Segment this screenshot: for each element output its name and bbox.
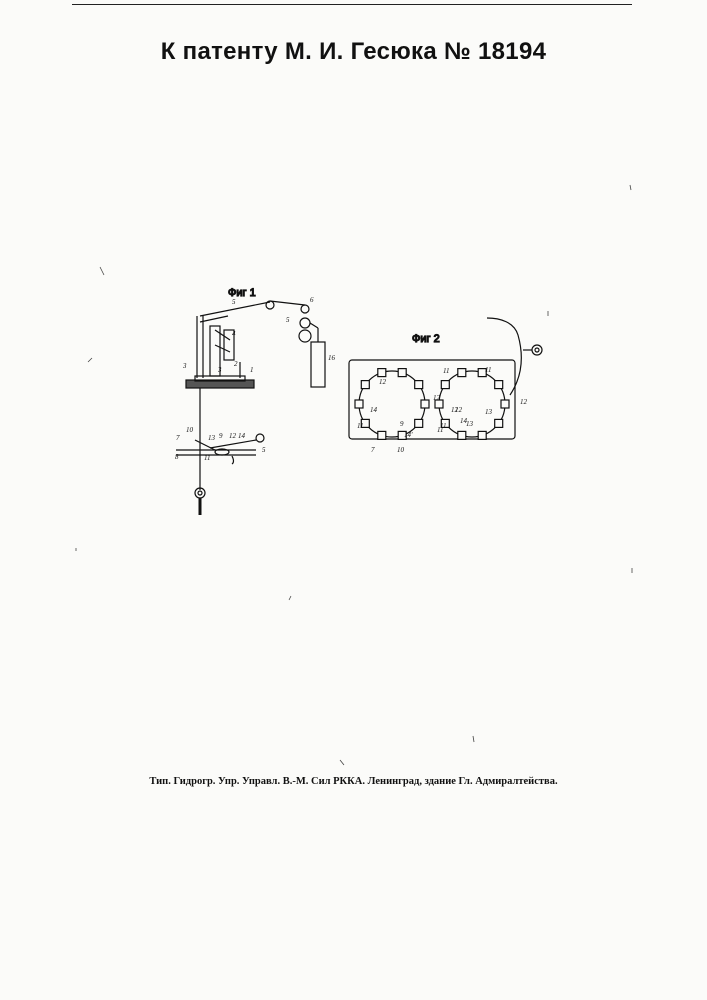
fig1-ref-9: 10 xyxy=(186,426,194,434)
fig2-ref-6: 13 xyxy=(485,408,493,416)
fig2-label: Фиг 2 xyxy=(412,333,440,345)
chain-link-right-6 xyxy=(441,381,449,389)
fig1-ref-12: 12 xyxy=(229,432,237,440)
fig2-ref-4: 14 xyxy=(370,406,378,414)
fig2-ref-7: 12 xyxy=(520,398,528,406)
fig1-ref-14: 7 xyxy=(176,434,180,442)
fig2-ref-15: 11 xyxy=(440,422,446,430)
fig1-ref-0: 5 xyxy=(232,298,236,306)
fig2-reference-numbers: 111211121412131211914'1311141211710 xyxy=(357,366,528,454)
fig1-ref-17: 5 xyxy=(262,446,266,454)
fig2-ref-10: 14' xyxy=(404,431,413,439)
chain-link-left-9 xyxy=(415,381,423,389)
chain-link-left-6 xyxy=(361,381,369,389)
fig2-ref-9: 9 xyxy=(400,420,404,428)
figure-1: Фиг 1 xyxy=(176,287,325,515)
chain-link-left-3 xyxy=(378,431,386,439)
fig1-ref-10: 13 xyxy=(208,434,216,442)
fig1-ref-4: 4 xyxy=(232,330,236,338)
fig2-ref-14: 12 xyxy=(455,406,463,414)
fig2-ref-13: 14 xyxy=(460,417,468,425)
fig1-ref-15: 8 xyxy=(175,453,179,461)
fig1-ref-3: 3 xyxy=(182,362,187,370)
chain-link-right-7 xyxy=(458,369,466,377)
chain-link-left-1 xyxy=(415,419,423,427)
chain-link-left-0 xyxy=(421,400,429,408)
chain-link-left-5 xyxy=(355,400,363,408)
fig2-ref-2: 11 xyxy=(485,366,491,374)
chain-link-right-3 xyxy=(458,431,466,439)
chain-link-left-7 xyxy=(378,369,386,377)
fig2-ref-11: 13 xyxy=(466,420,474,428)
scan-specks xyxy=(76,185,632,765)
chain-link-right-9 xyxy=(495,381,503,389)
chain-link-right-0 xyxy=(501,400,509,408)
fig1-ref-5: 3 xyxy=(217,366,222,374)
fig1-weight xyxy=(311,342,325,387)
printer-imprint: Тип. Гидрогр. Упр. Управл. В.-М. Сил РКК… xyxy=(0,776,707,787)
fig1-ref-8: 16 xyxy=(328,354,336,362)
chain-link-right-1 xyxy=(495,419,503,427)
chain-link-left-8 xyxy=(398,369,406,377)
fig1-ref-6: 2 xyxy=(234,360,238,368)
fig2-ref-8: 11 xyxy=(357,422,363,430)
fig2-ref-1: 12 xyxy=(379,378,387,386)
fig1-ref-1: 6 xyxy=(310,296,314,304)
fig1-ref-7: 1 xyxy=(250,366,254,374)
fig1-ref-13: 14 xyxy=(238,432,246,440)
fig2-ref-0: 11 xyxy=(443,367,449,375)
chain-link-right-2 xyxy=(478,431,486,439)
fig1-ref-2: 5 xyxy=(286,316,290,324)
fig2-ref-16: 7 xyxy=(371,446,375,454)
fig1-ref-16: 11 xyxy=(204,454,210,462)
fig1-ref-11: 9 xyxy=(219,432,223,440)
fig2-ref-3: 12 xyxy=(433,394,441,402)
fig2-ref-17: 10 xyxy=(397,446,405,454)
